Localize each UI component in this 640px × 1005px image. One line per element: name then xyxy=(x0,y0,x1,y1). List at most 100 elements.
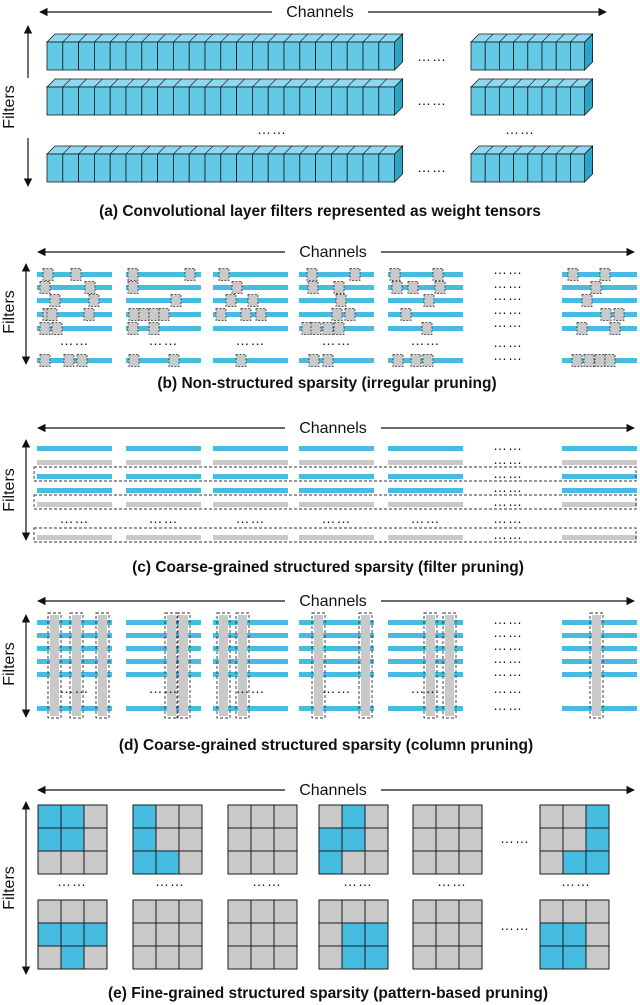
weight-tensor xyxy=(470,145,594,183)
tensor-edge xyxy=(188,33,198,43)
pruned-weight xyxy=(51,322,63,335)
pruned-weight xyxy=(458,922,483,947)
tensor-edge xyxy=(188,78,198,88)
tensor-edge xyxy=(157,78,166,88)
pruned-weight xyxy=(539,827,564,852)
tensor-cell xyxy=(570,86,586,116)
tensor-edge xyxy=(125,78,135,88)
pruned-weight xyxy=(225,294,237,307)
filter-bar xyxy=(299,620,374,625)
pruned-weight xyxy=(250,899,275,924)
pruned-weight xyxy=(235,354,247,367)
filter-bar xyxy=(37,358,112,363)
pruned-weight xyxy=(250,827,275,852)
tensor-edge xyxy=(541,145,551,155)
pruned-weight xyxy=(364,827,389,852)
ellipsis: …… xyxy=(493,334,523,350)
tensor-cell xyxy=(346,153,364,183)
filter-bar xyxy=(37,312,112,317)
tensor-edge xyxy=(62,33,72,43)
ellipsis: …… xyxy=(149,680,179,696)
tensor-cell xyxy=(188,41,206,71)
pruned-weight xyxy=(42,268,54,281)
pruned-weight xyxy=(341,850,366,875)
filter-bar xyxy=(213,446,288,451)
filters-label: Filters xyxy=(1,85,18,129)
pruned-weight xyxy=(412,804,437,829)
tensor-edge xyxy=(267,145,277,155)
tensor-edge xyxy=(484,33,494,43)
kept-weight xyxy=(562,922,587,947)
tensor-edge xyxy=(78,145,87,155)
tensor-cell xyxy=(484,153,500,183)
tensor-cell xyxy=(267,41,285,71)
pruned-weight xyxy=(318,945,343,970)
pruned-weight xyxy=(273,945,298,970)
tensor-cell xyxy=(330,86,348,116)
tensor-cell xyxy=(236,153,253,183)
tensor-edge xyxy=(541,78,551,88)
pruned-weight xyxy=(435,850,460,875)
filter-bar xyxy=(126,358,201,363)
pruned-weight xyxy=(407,281,419,294)
filter-bar xyxy=(37,285,112,290)
kept-weight xyxy=(364,922,389,947)
pruned-weight xyxy=(435,899,460,924)
filter-bar xyxy=(562,298,637,303)
pruned-filter-bar xyxy=(126,535,201,540)
ellipsis: …… xyxy=(417,48,447,64)
pruned-column-box xyxy=(69,612,84,719)
pruned-filter-box xyxy=(33,466,637,482)
filter-bar xyxy=(126,488,201,493)
ellipsis: …… xyxy=(493,301,523,317)
tensor-edge xyxy=(331,33,340,43)
pruned-weight xyxy=(583,354,595,367)
pruned-weight xyxy=(410,354,422,367)
kernel-grid xyxy=(412,899,483,970)
kept-weight xyxy=(585,827,610,852)
ellipsis: …… xyxy=(257,121,287,137)
filter-bar xyxy=(562,312,637,317)
pruned-column xyxy=(314,615,323,716)
filter-bar xyxy=(299,646,374,651)
pruned-weight xyxy=(155,804,180,829)
pruned-weight xyxy=(412,945,437,970)
ellipsis: …… xyxy=(155,873,185,889)
filter-bar xyxy=(126,272,201,277)
filter-bar xyxy=(126,620,201,625)
tensor-edge xyxy=(204,33,214,43)
ellipsis: …… xyxy=(500,917,530,933)
tensor-cell xyxy=(541,153,557,183)
tensor-edge xyxy=(125,33,135,43)
tensor-cell xyxy=(330,41,348,71)
tensor-cell xyxy=(62,86,79,116)
pruned-weight xyxy=(273,850,298,875)
pruned-weight xyxy=(576,322,588,335)
pruned-filter-box xyxy=(33,527,637,543)
tensor-edge xyxy=(555,33,565,43)
pruned-column-box xyxy=(311,612,326,719)
filter-bars: ……………………………………………………………… xyxy=(33,437,637,543)
tensor-cell xyxy=(315,153,332,183)
tensor-cell xyxy=(94,86,111,116)
pruned-weight xyxy=(585,899,610,924)
pruned-weight xyxy=(155,899,180,924)
tensor-edge xyxy=(299,78,309,88)
tensor-cell xyxy=(470,41,486,71)
tensor-cell xyxy=(570,153,586,183)
kernel-grid xyxy=(227,899,298,970)
pruned-column-box xyxy=(423,612,438,719)
tensor-cell xyxy=(204,153,222,183)
pruned-column xyxy=(167,615,176,716)
pruned-weight xyxy=(250,850,275,875)
tensor-cell xyxy=(220,153,238,183)
ellipsis: …… xyxy=(561,873,591,889)
pruned-weight xyxy=(458,945,483,970)
tensor-cell xyxy=(157,153,174,183)
pruned-weight xyxy=(132,945,157,970)
filter-bar xyxy=(213,620,288,625)
kept-weight xyxy=(318,850,343,875)
filter-bar xyxy=(213,326,288,331)
pruned-weight xyxy=(307,281,319,294)
filters-label: Filters xyxy=(1,468,18,512)
